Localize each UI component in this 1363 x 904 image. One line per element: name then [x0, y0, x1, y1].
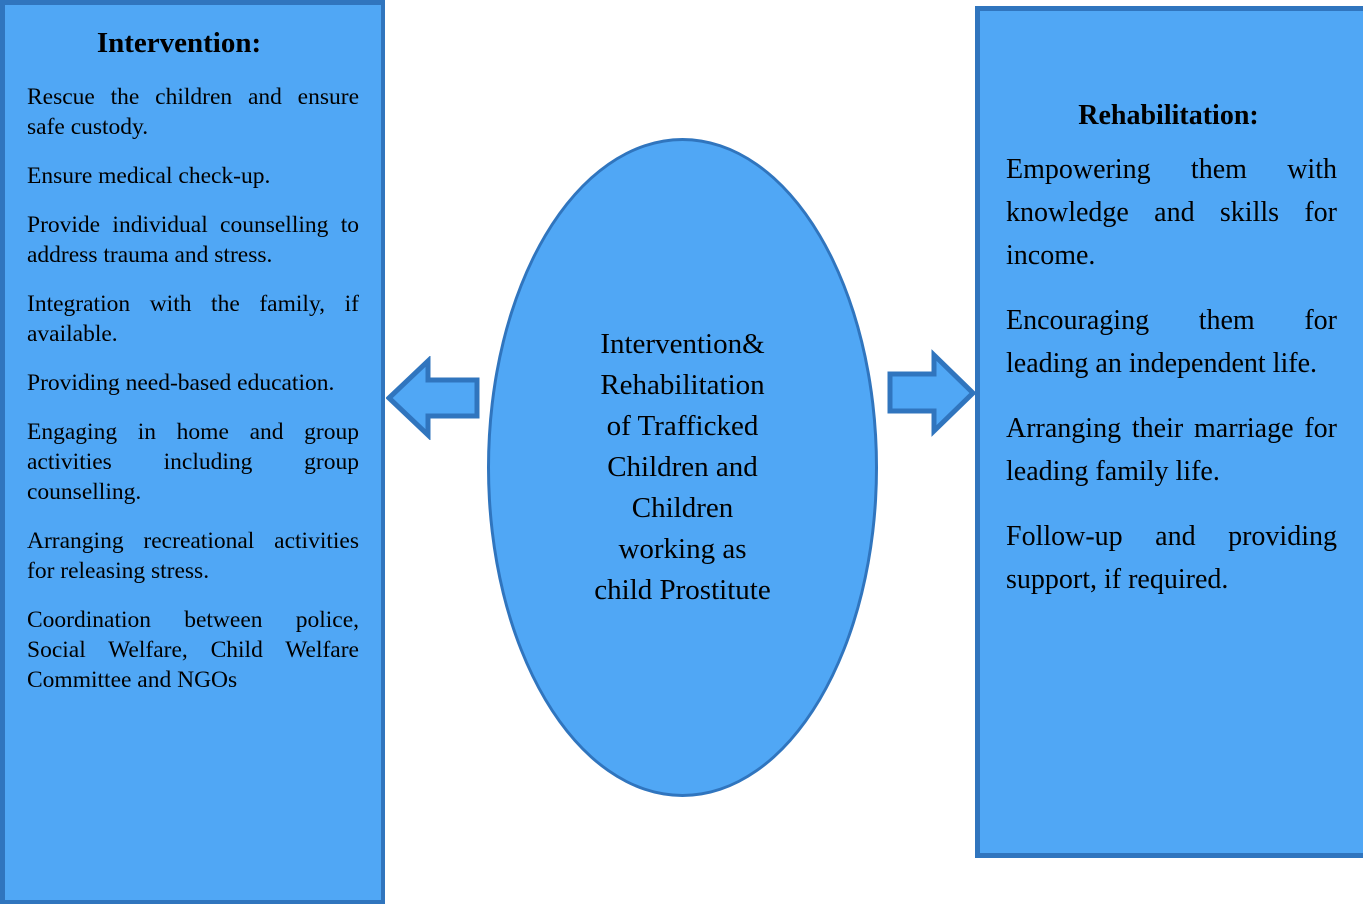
right-arrow-icon: [886, 349, 977, 437]
intervention-item: Engaging in home and group activities in…: [27, 418, 359, 505]
intervention-item: Rescue the children and ensure safe cust…: [27, 83, 359, 140]
rehabilitation-item: Follow-up and providing support, if requ…: [1006, 520, 1337, 595]
rehabilitation-item: Arranging their marriage for leading fam…: [1006, 412, 1337, 487]
rehabilitation-item: Empowering them with knowledge and skill…: [1006, 153, 1337, 271]
rehabilitation-panel: Rehabilitation: Empowering them with kno…: [975, 6, 1363, 858]
rehabilitation-panel-title: Rehabilitation:: [1078, 100, 1259, 131]
intervention-panel: Intervention: Rescue the children and en…: [0, 0, 385, 904]
intervention-item: Providing need-based education.: [27, 369, 335, 396]
intervention-item: Arranging recreational activities for re…: [27, 527, 359, 584]
rehabilitation-item: Encouraging them for leading an independ…: [1006, 304, 1337, 379]
intervention-item: Coordination between police, Social Welf…: [27, 606, 359, 693]
intervention-item: Provide individual counselling to addres…: [27, 211, 359, 268]
center-ellipse: Intervention& Rehabilitation of Traffick…: [487, 138, 878, 797]
left-arrow-icon: [385, 355, 480, 441]
center-ellipse-label: Intervention& Rehabilitation of Traffick…: [594, 328, 771, 606]
intervention-panel-title: Intervention:: [96, 27, 262, 59]
intervention-item: Ensure medical check-up.: [27, 162, 271, 189]
intervention-item: Integration with the family, if availabl…: [27, 290, 359, 347]
